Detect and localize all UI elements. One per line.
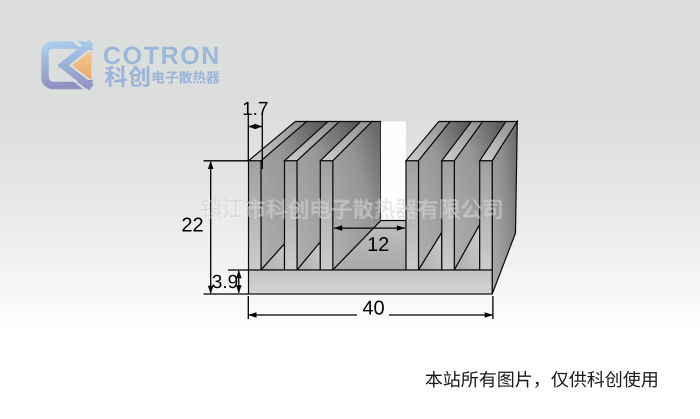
svg-text:3.9: 3.9 — [212, 272, 238, 293]
svg-text:12: 12 — [367, 234, 389, 256]
svg-text:40: 40 — [362, 298, 384, 320]
svg-text:1.7: 1.7 — [242, 99, 268, 120]
svg-text:22: 22 — [181, 215, 203, 237]
